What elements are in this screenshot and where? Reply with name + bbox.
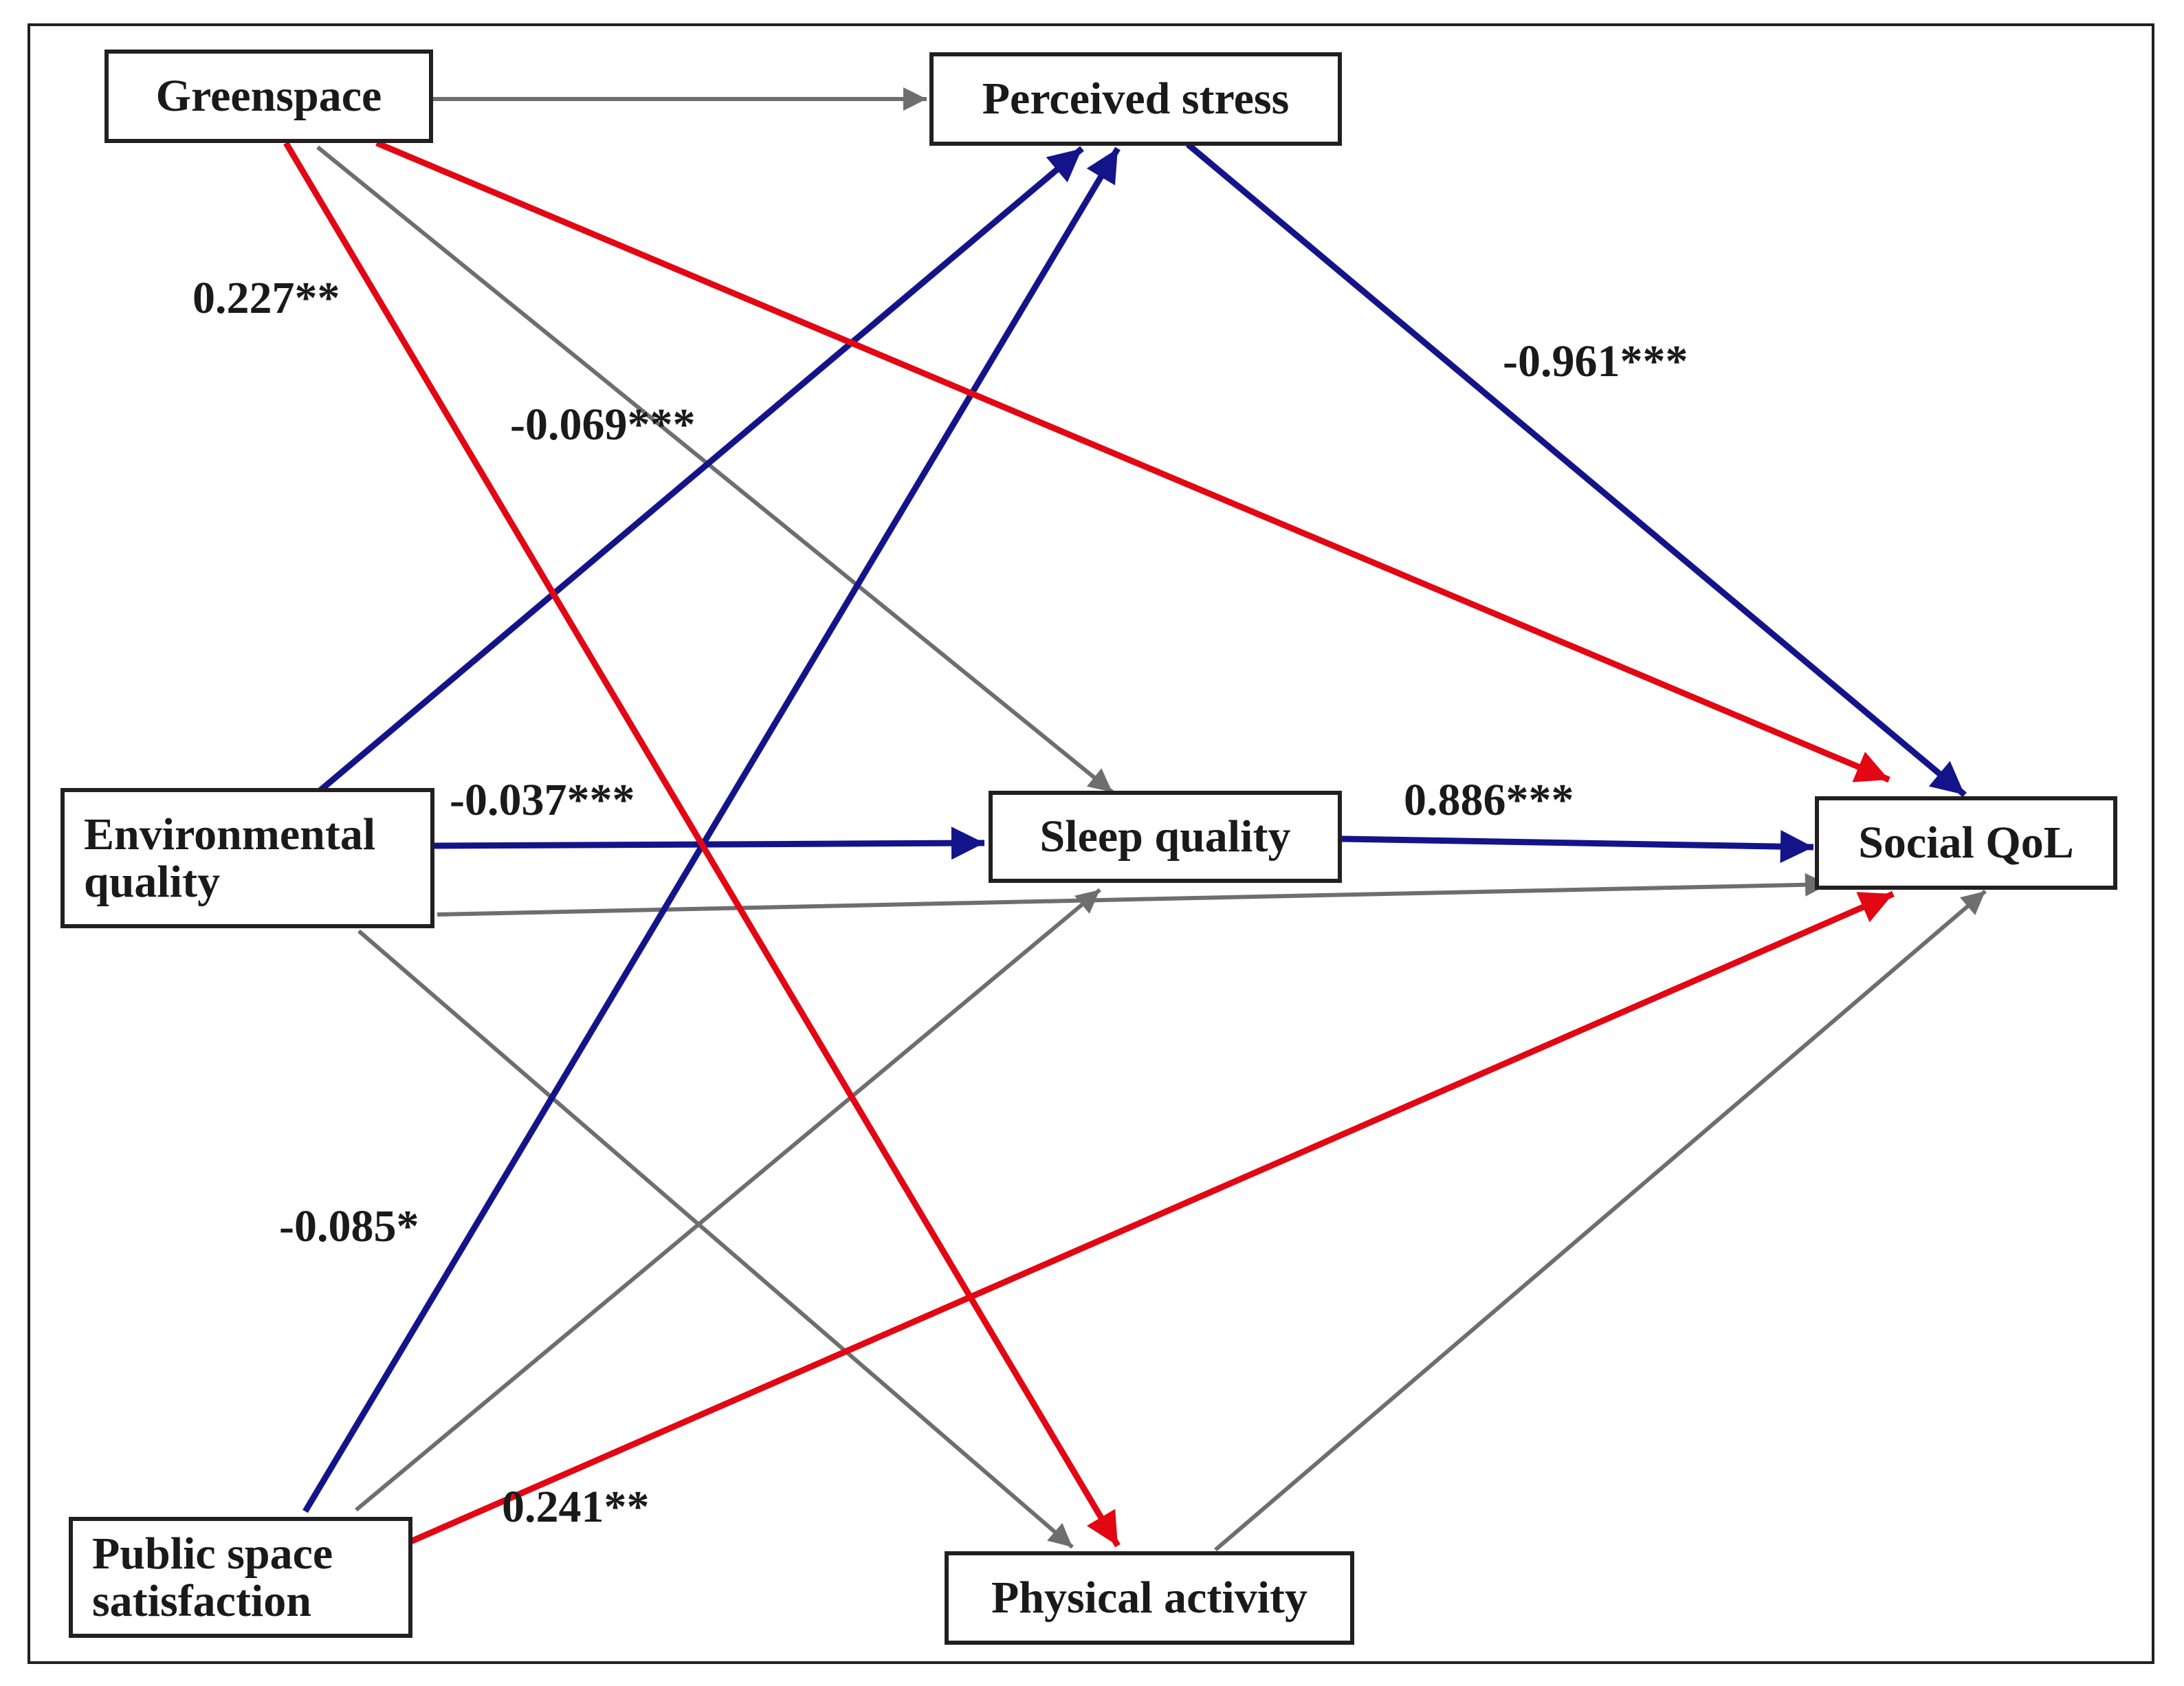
node-public-space-satisfaction: Public space satisfaction <box>69 1517 412 1638</box>
arrow-environmental-quality-to-perceived-stress <box>313 146 1084 798</box>
node-social-qol-label: Social QoL <box>1858 818 2074 868</box>
arrow-perceived-stress-to-social-qol <box>1186 142 1967 798</box>
node-environmental-quality-line1: Environmental <box>84 809 376 860</box>
arrow-public-space-satisfaction-to-perceived-stress <box>302 146 1121 1513</box>
arrow-greenspace-to-physical-activity <box>283 141 1121 1548</box>
node-perceived-stress: Perceived stress <box>929 52 1342 146</box>
node-greenspace-label: Greenspace <box>155 71 382 122</box>
arrow-environmental-quality-to-physical-activity <box>357 929 1074 1549</box>
coefficient-greenspace-physical-activity: 0.227** <box>192 273 340 323</box>
node-physical-activity: Physical activity <box>945 1551 1354 1645</box>
coefficient-environmental-sleep-quality: -0.037*** <box>450 775 635 825</box>
arrow-environmental-quality-to-sleep-quality <box>434 826 985 860</box>
node-environmental-quality: Environmental quality <box>60 788 434 928</box>
arrow-sleep-quality-to-social-qol <box>1341 830 1814 864</box>
figure-frame <box>27 23 2154 1664</box>
coefficient-public-space-perceived-stress: -0.085* <box>279 1201 419 1251</box>
node-greenspace: Greenspace <box>104 50 433 143</box>
arrow-public-space-satisfaction-to-social-qol <box>403 890 1895 1548</box>
arrow-public-space-satisfaction-to-sleep-quality <box>355 888 1101 1512</box>
coefficient-sleep-quality-social-qol: 0.886*** <box>1404 775 1574 825</box>
node-sleep-quality: Sleep quality <box>989 791 1342 883</box>
node-public-space-satisfaction-line1: Public space <box>92 1528 333 1579</box>
node-sleep-quality-label: Sleep quality <box>1039 811 1291 862</box>
node-physical-activity-label: Physical activity <box>991 1573 1308 1623</box>
arrow-environmental-quality-to-social-qol <box>437 873 1829 917</box>
node-environmental-quality-line2: quality <box>84 857 221 907</box>
coefficient-perceived-stress-social-qol: -0.961*** <box>1503 336 1688 386</box>
coefficient-public-space-social-qol: 0.241** <box>502 1482 650 1532</box>
arrow-physical-activity-to-social-qol <box>1214 889 1987 1552</box>
node-perceived-stress-label: Perceived stress <box>982 74 1290 124</box>
coefficient-environmental-perceived-stress: -0.069*** <box>510 399 696 450</box>
node-public-space-satisfaction-line2: satisfaction <box>92 1576 311 1626</box>
arrow-greenspace-to-social-qol <box>375 140 1890 783</box>
node-social-qol: Social QoL <box>1815 796 2117 890</box>
arrow-greenspace-to-sleep-quality <box>316 145 1114 794</box>
